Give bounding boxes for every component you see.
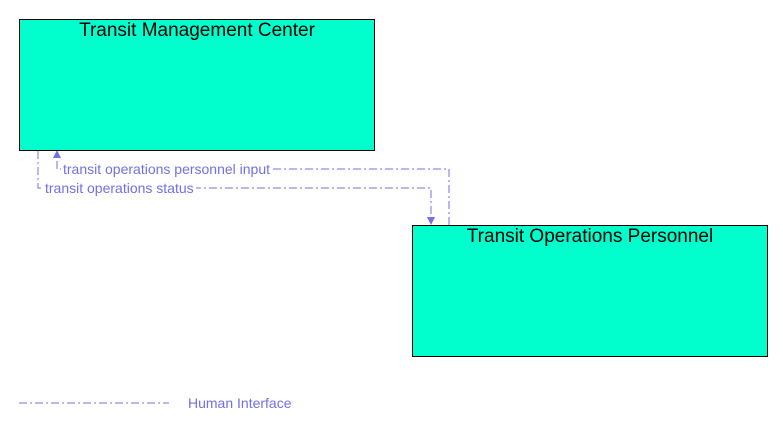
- flow-line-operations-status: [37, 151, 432, 222]
- transit-management-center-label: Transit Management Center: [79, 20, 315, 41]
- flow-label-personnel-input: transit operations personnel input: [61, 161, 273, 177]
- legend-label: Human Interface: [188, 395, 292, 411]
- transit-operations-personnel-label: Transit Operations Personnel: [466, 226, 714, 247]
- arrowhead-personnel-input: [53, 150, 61, 158]
- transit-operations-personnel-box: Transit Operations Personnel: [412, 225, 768, 357]
- arrowhead-operations-status: [427, 217, 435, 225]
- transit-management-center-box: Transit Management Center: [19, 19, 375, 151]
- flow-label-operations-status: transit operations status: [43, 180, 196, 196]
